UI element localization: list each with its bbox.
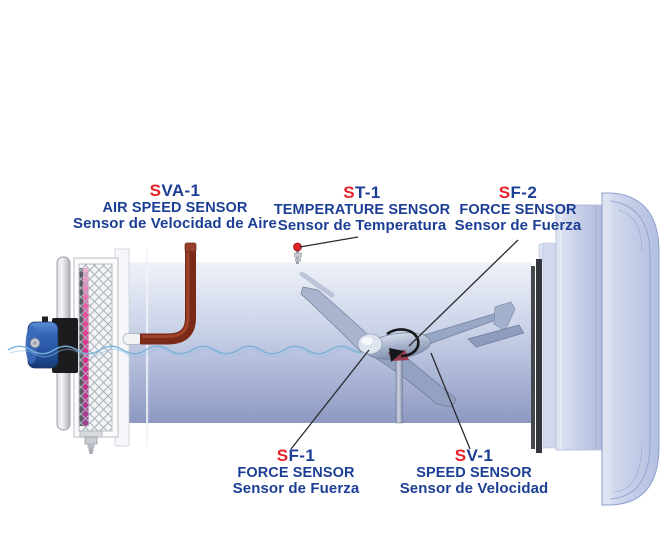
sensor-name-es: Sensor de Temperatura [277,217,447,234]
label-sv1: SV-1 SPEED SENSOR Sensor de Velocidad [399,446,549,498]
tail-fin [493,301,516,332]
fan-assembly [25,256,119,454]
rotation-arrow [386,328,420,362]
sensor-code: ST-1 [343,183,381,202]
label-sva1: SVA-1 AIR SPEED SENSOR Sensor de Velocid… [73,181,277,233]
drive-motor [25,316,78,373]
drain-fitting [79,430,103,454]
label-st1: ST-1 TEMPERATURE SENSOR Sensor de Temper… [273,183,451,235]
label-sf1: SF-1 FORCE SENSOR Sensor de Fuerza [232,446,360,498]
tail-stabilizer [467,324,525,348]
sensor-name-en: AIR SPEED SENSOR [102,199,248,216]
pitot-tip [122,333,143,345]
leader-lines [290,236,519,450]
sensor-name-es: Sensor de Fuerza [232,480,360,497]
sensor-name-en: FORCE SENSOR [459,201,577,218]
sensor-code: SV-1 [454,446,494,465]
sensor-name-en: SPEED SENSOR [416,464,532,481]
motor-bracket [52,318,78,373]
sensor-name-es: Sensor de Velocidad de Aire [73,215,277,232]
aircraft-model [300,286,525,424]
leader-line-st1 [299,236,359,248]
bell-mouth-assembly [531,192,660,506]
sensor-name-es: Sensor de Fuerza [454,217,582,234]
sensor-code: SF-2 [498,183,538,202]
sensor-name-en: TEMPERATURE SENSOR [273,201,451,218]
leader-line-sv1 [430,352,471,450]
force-sensor-plate [531,266,535,449]
bell-mouth [601,192,660,506]
sensor-name-es: Sensor de Velocidad [399,480,549,497]
probe-shadow [299,271,335,298]
model-stand [395,355,403,424]
sensor-code: SVA-1 [149,181,201,200]
sensor-name-en: FORCE SENSOR [237,464,355,481]
pitot-tube [122,242,197,345]
bell-flange [555,204,603,451]
airflow-line [7,345,369,358]
leader-line-sf1 [290,349,370,450]
label-sf2: SF-2 FORCE SENSOR Sensor de Fuerza [454,183,582,235]
leader-line-sf2 [408,239,519,347]
protective-grille [78,263,113,432]
temperature-probe [293,242,335,298]
acrylic-panel-edge [146,249,149,446]
sensor-code: SF-1 [276,446,316,465]
